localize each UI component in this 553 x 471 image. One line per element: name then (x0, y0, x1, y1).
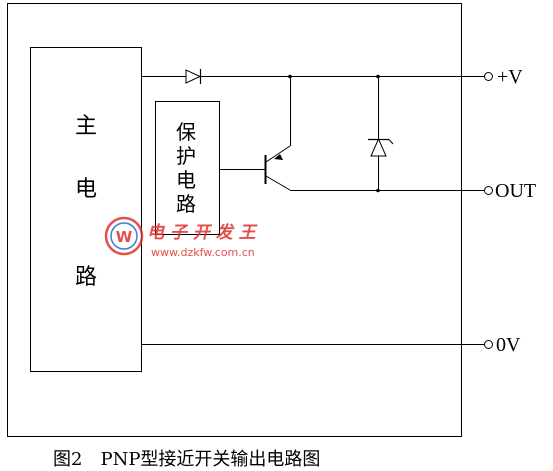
terminal-plus-v-label: +V (497, 66, 523, 88)
svg-text:W: W (116, 228, 133, 246)
terminal-out (484, 186, 493, 195)
protection-circuit-block (155, 101, 220, 235)
protection-circuit-char-4: 路 (176, 192, 196, 216)
main-circuit-char-1: 主 (75, 114, 97, 139)
zener-diode (368, 76, 394, 191)
watermark: W 电 子 开 发 王 www.dzkfw.com.cn (104, 216, 258, 259)
outer-enclosure (7, 3, 462, 437)
protection-circuit-char-2: 护 (176, 144, 196, 168)
figure-caption: 图2 PNP型接近开关输出电路图 (53, 449, 320, 470)
watermark-logo: W (104, 216, 144, 256)
main-circuit-char-2: 电 (75, 177, 97, 202)
watermark-brand: 电 子 开 发 王 (147, 223, 258, 243)
main-circuit-block (30, 47, 142, 372)
terminal-plus-v (484, 72, 493, 81)
series-diode (185, 69, 202, 84)
main-circuit-char-3: 路 (75, 265, 97, 290)
protection-circuit-char-1: 保 (176, 120, 196, 144)
terminal-zero-v-label: 0V (496, 334, 521, 356)
terminal-zero-v (484, 340, 493, 349)
pnp-transistor (264, 76, 291, 191)
watermark-url: www.dzkfw.com.cn (151, 246, 255, 259)
protection-circuit-char-3: 电 (176, 168, 196, 192)
terminal-out-label: OUT (495, 180, 536, 202)
